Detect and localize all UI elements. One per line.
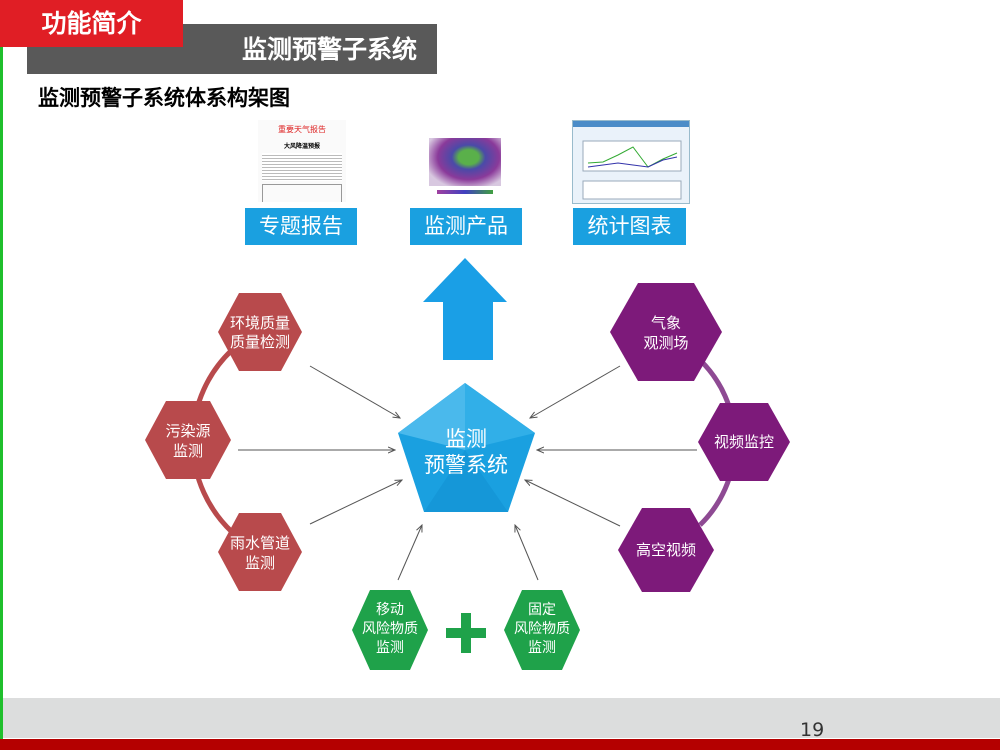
svg-text:质量检测: 质量检测 xyxy=(230,333,290,351)
node-fixed-risk: 固定 风险物质 监测 xyxy=(504,590,580,670)
svg-text:污染源: 污染源 xyxy=(165,422,210,440)
report-thumbnail: 重要天气报告 大风降温预报 xyxy=(258,120,346,202)
output-label-product: 监测产品 xyxy=(410,208,522,245)
thumb-title: 重要天气报告 xyxy=(278,125,326,134)
node-mobile-risk: 移动 风险物质 监测 xyxy=(352,590,428,670)
svg-text:固定: 固定 xyxy=(528,602,556,618)
output-label-chart: 统计图表 xyxy=(573,208,686,245)
svg-text:移动: 移动 xyxy=(376,602,404,618)
svg-text:监测: 监测 xyxy=(245,554,275,572)
svg-text:监测: 监测 xyxy=(376,640,404,656)
thumb-line-chart xyxy=(582,140,682,200)
svg-text:风险物质: 风险物质 xyxy=(362,621,418,637)
node-video-monitor: 视频监控 xyxy=(698,403,790,481)
plus-icon xyxy=(446,613,486,653)
svg-text:观测场: 观测场 xyxy=(643,334,688,352)
svg-text:环境质量: 环境质量 xyxy=(230,314,290,332)
page-number: 19 xyxy=(800,719,825,741)
node-aerial-video: 高空视频 xyxy=(618,508,714,592)
page-title: 监测预警子系统体系构架图 xyxy=(38,86,290,110)
center-label-2: 预警系统 xyxy=(424,453,508,477)
thumb-text-lines xyxy=(262,153,342,181)
node-rainwater: 雨水管道 监测 xyxy=(218,513,302,591)
node-env-quality: 环境质量 质量检测 xyxy=(218,293,302,371)
map-thumbnail xyxy=(427,120,503,202)
footer-band xyxy=(3,698,1000,738)
center-label-1: 监测 xyxy=(445,427,487,451)
output-label-report: 专题报告 xyxy=(245,208,357,245)
chart-thumbnail xyxy=(572,120,690,204)
thumb-heading: 大风降温预报 xyxy=(283,143,320,150)
thumb-table xyxy=(262,184,342,202)
svg-text:视频监控: 视频监控 xyxy=(714,433,774,451)
svg-text:风险物质: 风险物质 xyxy=(514,621,570,637)
node-weather-station: 气象 观测场 xyxy=(610,283,722,381)
center-pentagon: 监测 预警系统 xyxy=(398,383,535,512)
svg-text:雨水管道: 雨水管道 xyxy=(230,534,290,552)
svg-text:气象: 气象 xyxy=(651,314,681,332)
up-arrow-icon xyxy=(423,258,507,360)
section-tab: 功能简介 xyxy=(0,0,183,47)
footer-red-bar xyxy=(0,739,1000,750)
node-pollution-source: 污染源 监测 xyxy=(145,401,231,479)
svg-text:高空视频: 高空视频 xyxy=(636,541,696,559)
svg-text:监测: 监测 xyxy=(173,442,203,460)
left-accent-line xyxy=(0,47,3,740)
section-title: 监测预警子系统 xyxy=(27,24,437,74)
svg-text:监测: 监测 xyxy=(528,640,556,656)
connector-arrows xyxy=(238,365,697,581)
